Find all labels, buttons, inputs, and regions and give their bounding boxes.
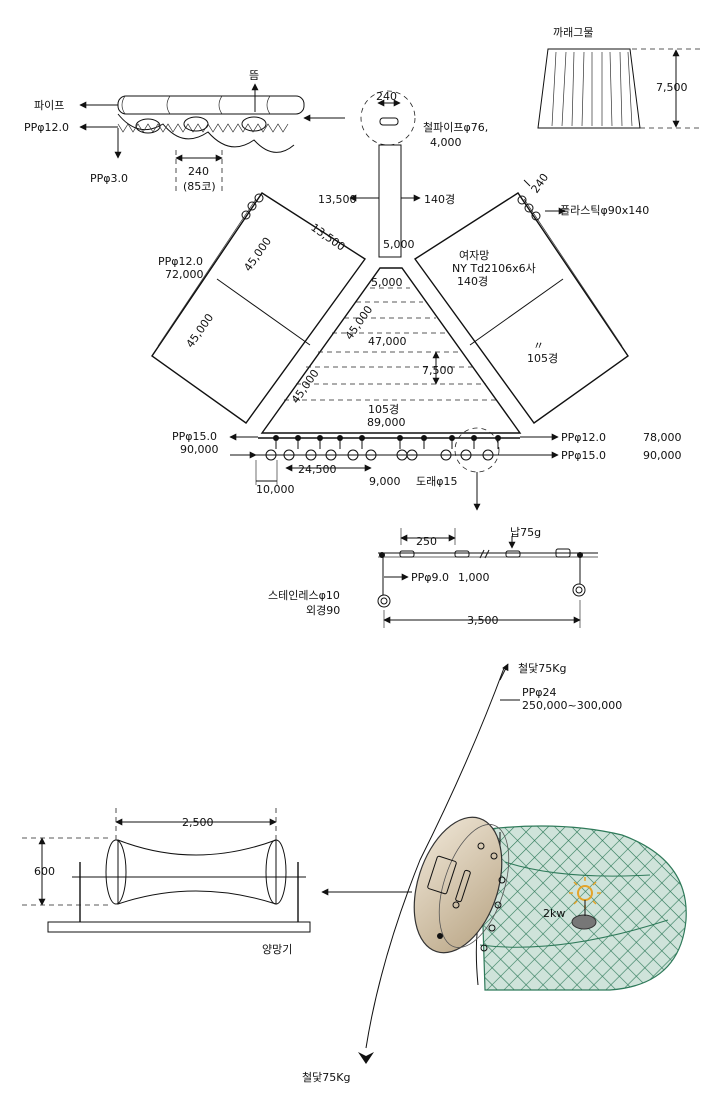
- label-wing-45000-b: 45,000: [184, 311, 217, 350]
- label-tri-5000: 5,000: [371, 276, 403, 289]
- label-net-spec: NY Td2106x6사: [452, 262, 536, 275]
- label-pp15-left: PPφ15.0: [172, 430, 217, 443]
- label-78000: 78,000: [643, 431, 682, 444]
- label-spacing-85: (85코): [183, 180, 216, 193]
- label-pipe: 파이프: [34, 99, 64, 112]
- label-pp12-right: PPφ12.0: [561, 431, 606, 444]
- label-pp15-right: PPφ15.0: [561, 449, 606, 462]
- float-line-detail: [79, 83, 345, 195]
- pipe-shape: [117, 95, 305, 115]
- label-tri-47000: 47,000: [368, 335, 407, 348]
- label-pp12-top: PPφ12.0: [24, 121, 69, 134]
- label-3500: 3,500: [467, 614, 499, 627]
- label-drum15: 도래φ15: [416, 475, 458, 488]
- label-iron-pipe: 철파이프φ76,: [423, 121, 488, 134]
- label-iron-pipe-len: 4,000: [430, 136, 462, 149]
- label-kkari: 까래그물: [553, 26, 593, 39]
- label-pp24: PPφ24: [522, 686, 557, 699]
- label-1000: 1,000: [458, 571, 490, 584]
- label-250: 250: [416, 535, 437, 548]
- label-140-mesh: 140경: [424, 193, 455, 206]
- sinker-detail: [377, 528, 598, 628]
- kkari-net: [537, 48, 700, 129]
- label-wing-r-105: 105경: [527, 352, 558, 365]
- detail-circle-bottom: [454, 427, 500, 473]
- label-tri-89000: 89,000: [367, 416, 406, 429]
- label-net-mesh140: 140경: [457, 275, 488, 288]
- label-winch-name: 양망기: [262, 943, 292, 956]
- label-winch-h: 600: [34, 865, 55, 878]
- net-bag: [479, 825, 687, 991]
- label-240-right: 240: [529, 171, 552, 196]
- label-lead: 납75g: [510, 526, 541, 539]
- winch-drawing: [22, 808, 412, 933]
- label-tri-105: 105경: [368, 403, 399, 416]
- label-72000: 72,000: [165, 268, 204, 281]
- label-plastic: 플라스틱φ90x140: [560, 204, 649, 217]
- label-neck-5000: 5,000: [383, 238, 415, 251]
- float-2: [183, 116, 209, 132]
- label-outer90: 외경90: [306, 604, 340, 617]
- net-plan: [151, 179, 629, 511]
- label-ring-240: 240: [376, 90, 397, 103]
- boat-scene: [358, 663, 687, 1064]
- boat-hull: [413, 816, 503, 954]
- label-10000: 10,000: [256, 483, 295, 496]
- label-lamp: 2kw: [543, 907, 565, 920]
- label-pp3: PPφ3.0: [90, 172, 128, 185]
- label-anchor-top: 철닻75Kg: [518, 662, 566, 675]
- net-body: [260, 267, 522, 434]
- label-wing-13500: 13,500: [308, 221, 347, 254]
- lamp-housing: [571, 914, 597, 930]
- label-tri-7500: 7,500: [422, 364, 454, 377]
- label-90000-right: 90,000: [643, 449, 682, 462]
- label-anchor-bottom: 철닻75Kg: [302, 1071, 350, 1084]
- label-24500: 24,500: [298, 463, 337, 476]
- label-13500-left: 13,500: [318, 193, 357, 206]
- label-9000: 9,000: [369, 475, 401, 488]
- ring-detail: [349, 90, 421, 258]
- label-wing-45000-a: 45,000: [241, 235, 274, 274]
- label-wing-r-dots: 〃: [533, 339, 544, 352]
- label-pp12-left: PPφ12.0: [158, 255, 203, 268]
- float-1: [135, 118, 161, 134]
- label-spacing-240: 240: [188, 165, 209, 178]
- label-float: 뜸: [249, 69, 259, 82]
- right-wing: [413, 192, 629, 424]
- detail-circle-top: [360, 90, 416, 146]
- label-net-name: 여자망: [459, 249, 489, 262]
- anchor-bottom-icon: [358, 1052, 374, 1064]
- label-winch-len: 2,500: [182, 816, 214, 829]
- label-kkari-height: 7,500: [656, 81, 688, 94]
- float-3: [241, 116, 267, 132]
- neck-pipe: [378, 144, 402, 258]
- label-90000-left: 90,000: [180, 443, 219, 456]
- label-pp24-len: 250,000~300,000: [522, 699, 622, 712]
- label-pp9: PPφ9.0: [411, 571, 449, 584]
- label-stainless: 스테인레스φ10: [268, 589, 340, 602]
